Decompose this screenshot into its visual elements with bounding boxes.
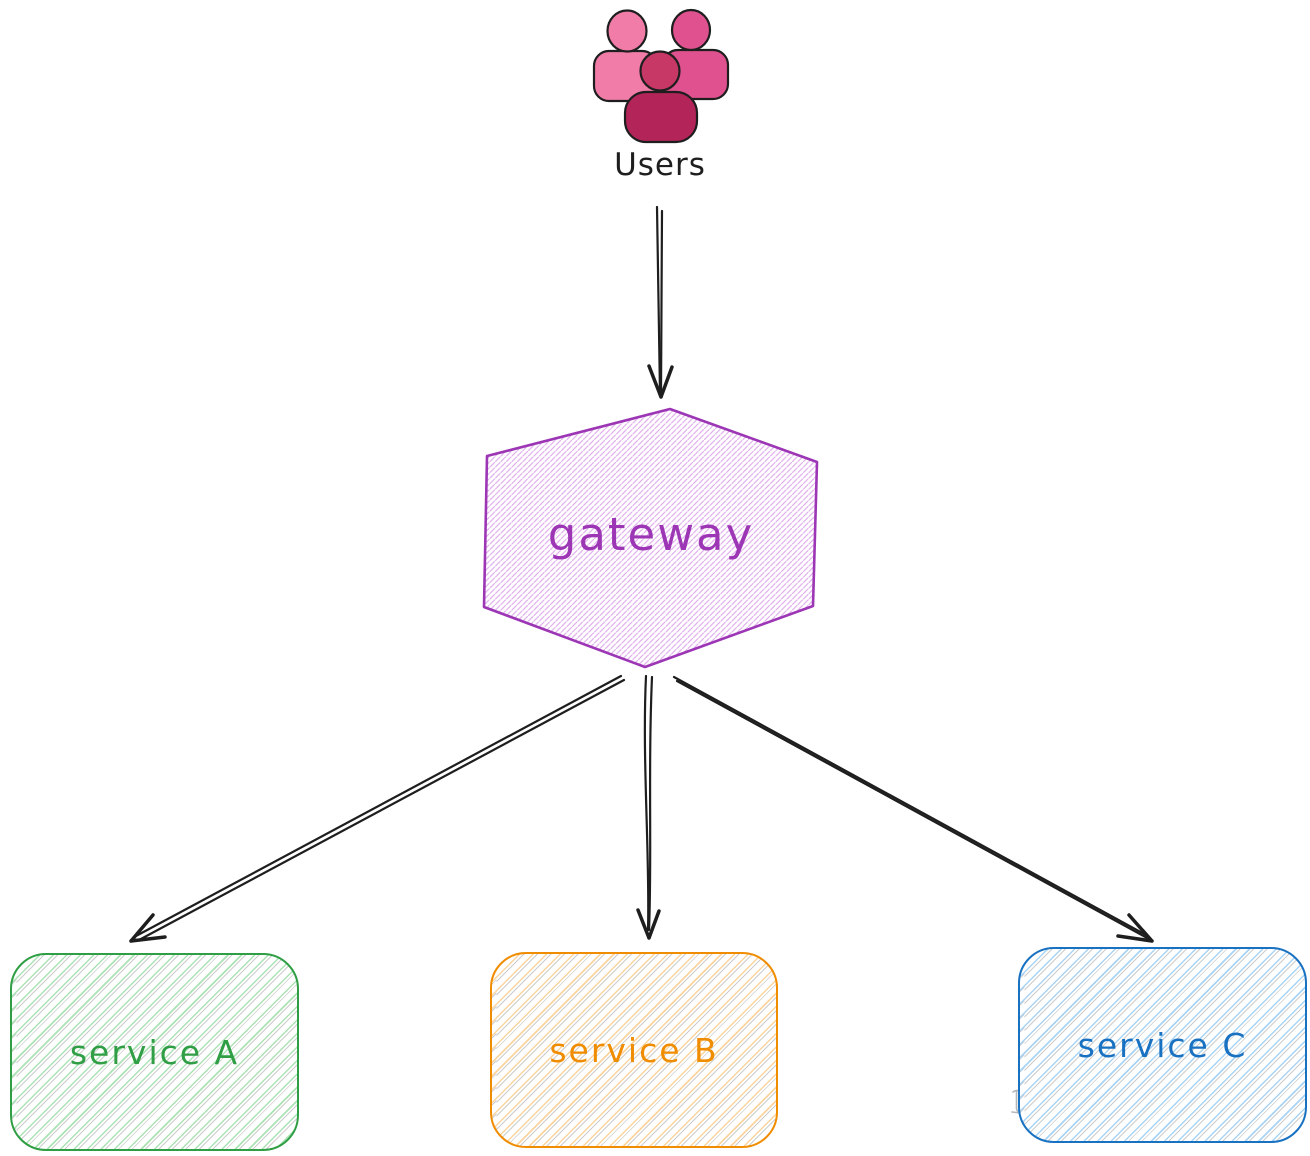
- arrow-gateway-to-service-b[interactable]: [636, 674, 661, 940]
- arrow-head: [647, 364, 674, 399]
- center-user-body: [623, 90, 699, 144]
- arrow-shaft: [643, 674, 650, 932]
- service-a-box[interactable]: service A: [10, 953, 299, 1151]
- service-a-label: service A: [69, 1032, 240, 1072]
- left-user-head: [606, 9, 648, 53]
- arrow-head: [636, 908, 661, 940]
- service-c-box[interactable]: service C: [1018, 947, 1307, 1143]
- arrow-shaft: [659, 209, 664, 396]
- arrow-gateway-to-service-c[interactable]: [672, 675, 1154, 943]
- arrow-shaft: [137, 678, 626, 942]
- service-b-label: service B: [549, 1030, 719, 1070]
- service-b-box[interactable]: service B: [490, 952, 778, 1148]
- center-user-head: [639, 50, 681, 92]
- arrow-shaft: [647, 675, 654, 932]
- gateway-label: gateway: [547, 508, 755, 561]
- arrow-shaft: [675, 679, 1151, 941]
- arrow-shaft: [134, 674, 623, 938]
- arrow-users-to-gateway[interactable]: [647, 205, 674, 399]
- users-label: Users: [614, 147, 706, 183]
- arrow-head: [1116, 913, 1154, 943]
- gateway-hexagon[interactable]: [482, 407, 819, 669]
- users-icon[interactable]: [592, 8, 730, 144]
- service-c-label: service C: [1077, 1025, 1248, 1065]
- arrow-gateway-to-service-a[interactable]: [129, 674, 626, 943]
- arrow-head: [129, 913, 167, 943]
- arrow-shaft: [672, 675, 1148, 937]
- arrow-shaft: [655, 205, 662, 396]
- right-user-head: [670, 8, 712, 52]
